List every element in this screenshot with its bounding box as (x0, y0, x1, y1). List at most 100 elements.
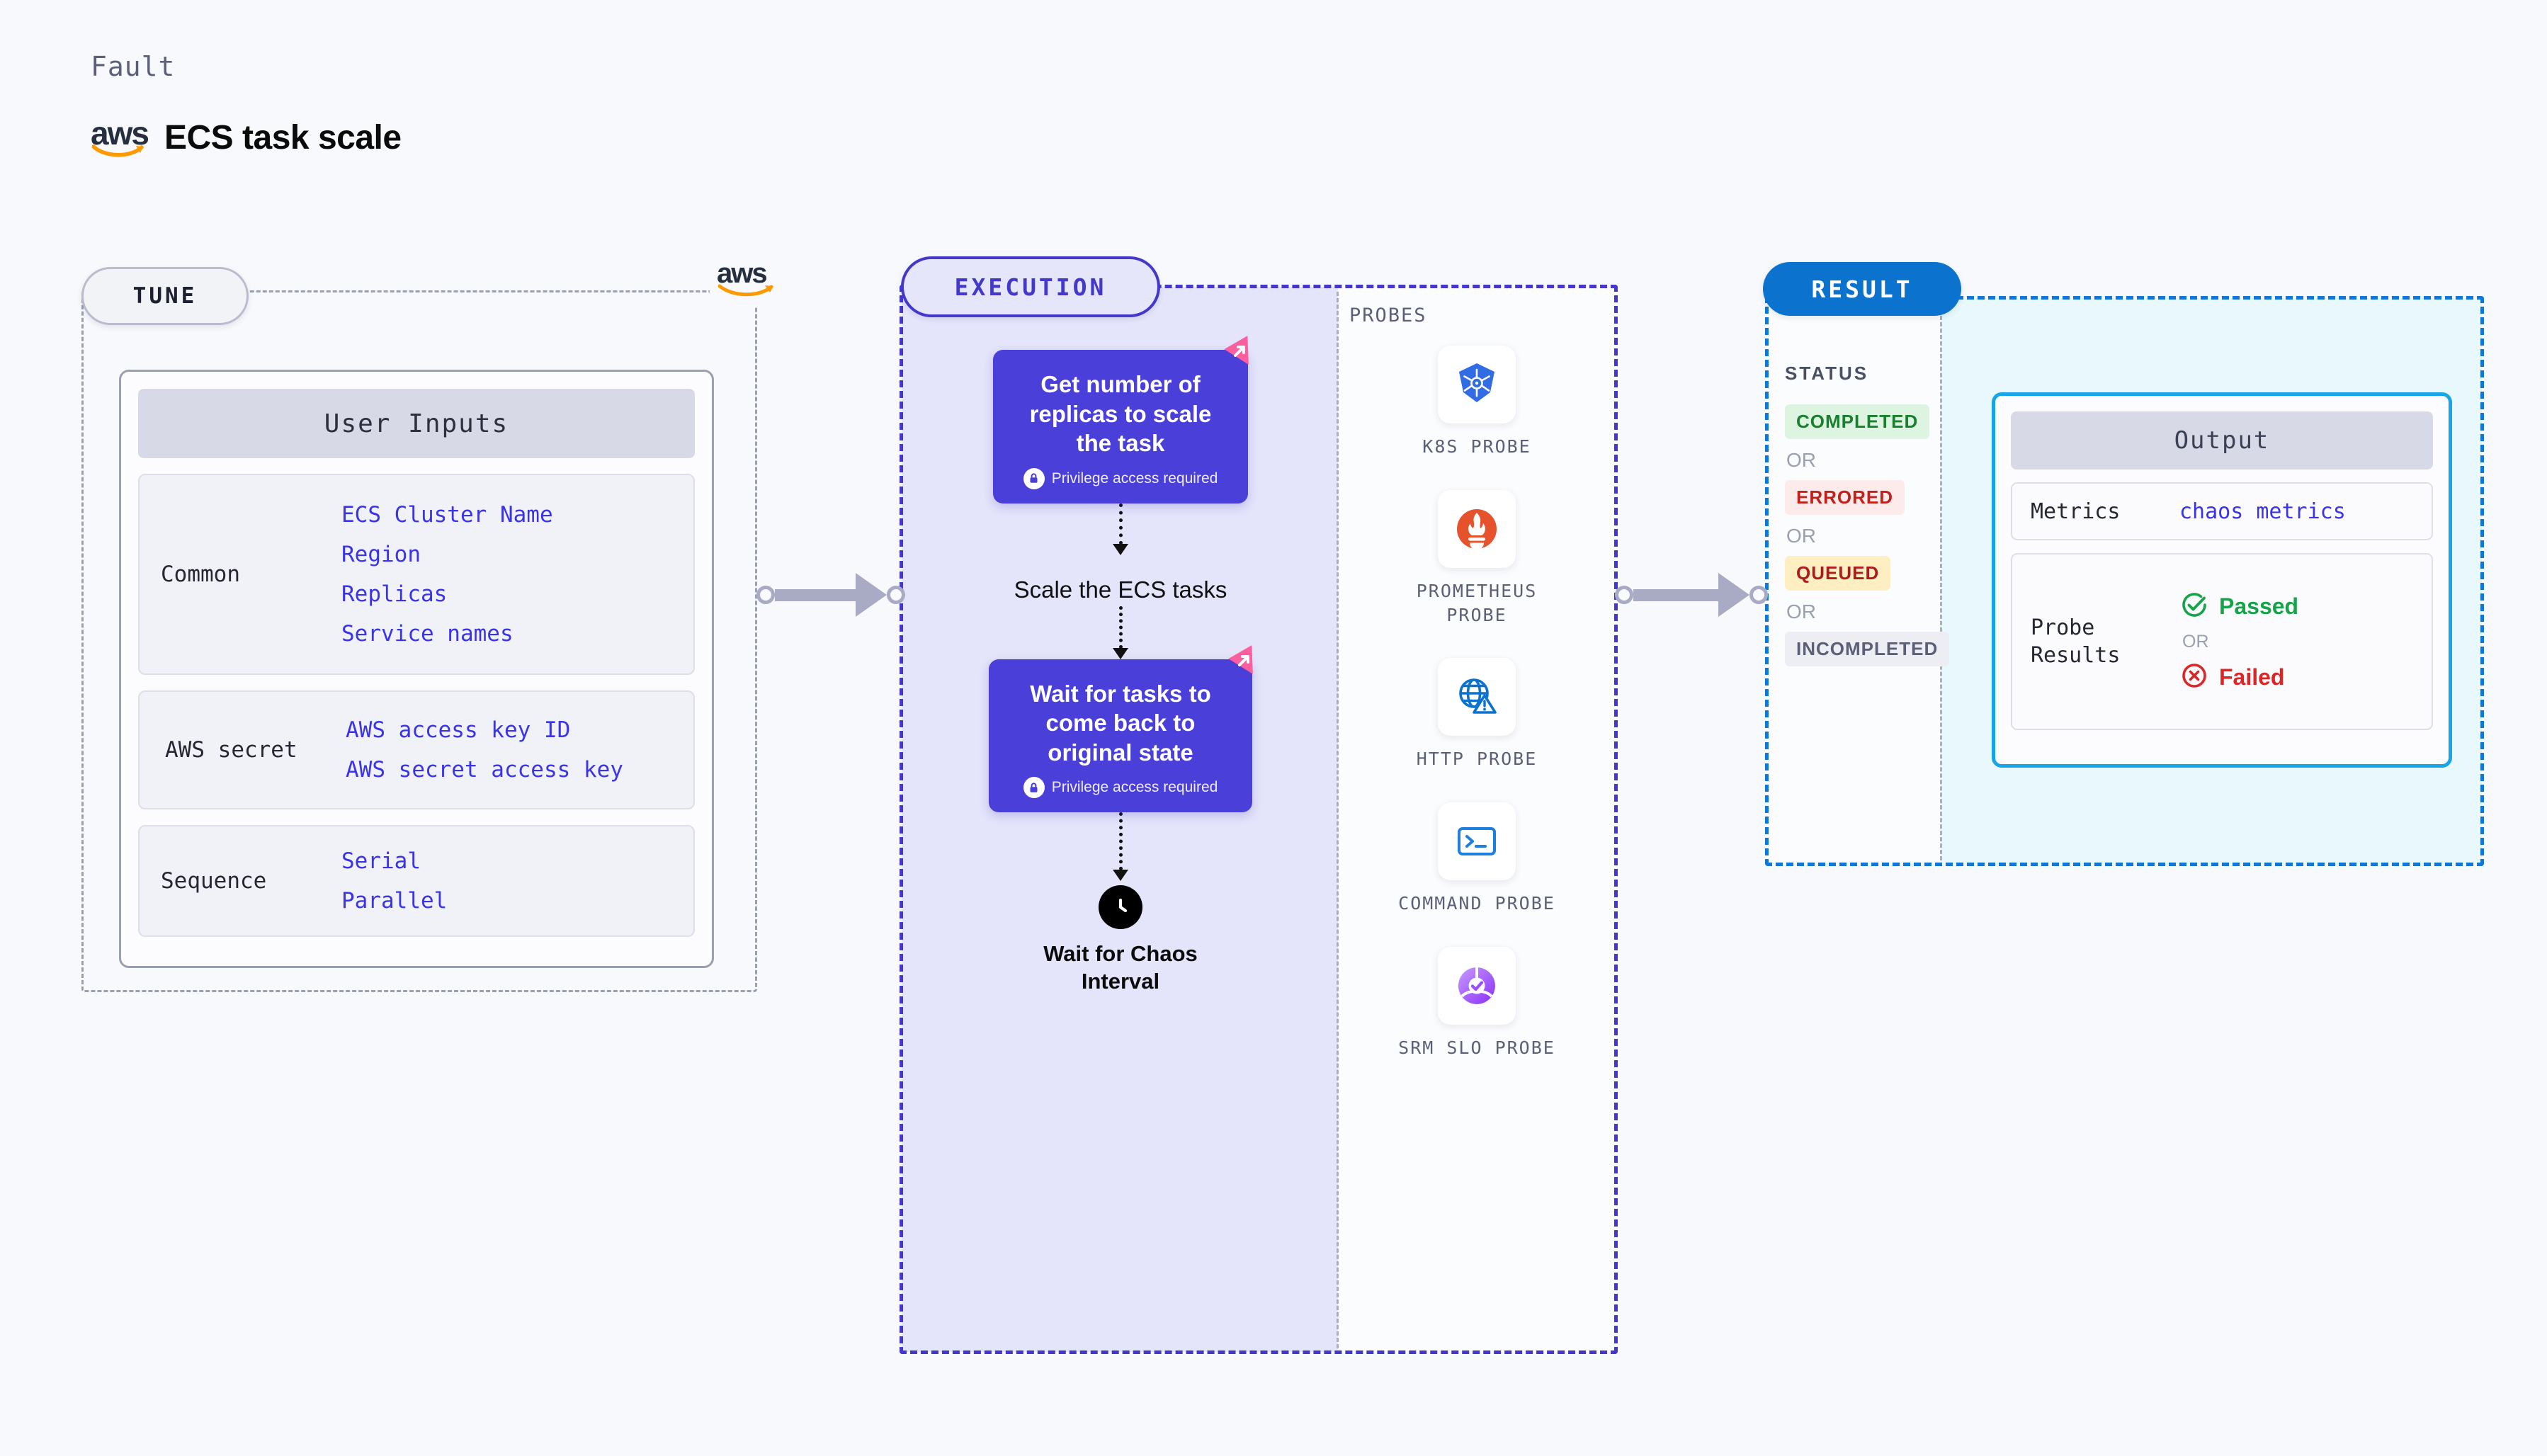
input-option-serial[interactable]: Serial (341, 848, 421, 874)
status-badge-completed: COMPLETED (1785, 404, 1930, 439)
probe-label: SRM SLO PROBE (1398, 1037, 1555, 1058)
probe-item-command[interactable]: COMMAND PROBE (1395, 802, 1558, 916)
passed-label: Passed (2219, 593, 2299, 619)
user-inputs-title: User Inputs (138, 389, 695, 458)
input-field-service-names[interactable]: Service names (341, 621, 514, 647)
execution-section-pill[interactable]: EXECUTION (901, 256, 1160, 317)
connector-start-dot (756, 586, 775, 604)
privilege-text: Privilege access required (1051, 779, 1218, 796)
page-title: ECS task scale (164, 118, 402, 157)
output-metrics-values: chaos metrics (2179, 499, 2432, 524)
lock-icon (1023, 467, 1045, 489)
probe-item-http[interactable]: HTTP PROBE (1395, 658, 1558, 771)
connector-end-dot (887, 586, 905, 604)
result-columns-divider (1940, 303, 1942, 860)
or-separator: OR (1786, 449, 1816, 471)
input-field-aws-access-key-id[interactable]: AWS access key ID (346, 717, 571, 743)
fault-title-row: aws ECS task scale (91, 117, 402, 158)
user-inputs-card: User Inputs Common ECS Cluster Name Regi… (119, 370, 714, 968)
connector-start-dot (1615, 586, 1633, 604)
input-group-label: Sequence (161, 868, 267, 894)
probe-list: K8S PROBE PROMETHEUS PROBE (1349, 346, 1604, 1060)
terminal-prompt-icon (1438, 802, 1516, 880)
arrow-tip (1113, 870, 1128, 882)
tune-aws-wordmark: aws (717, 258, 768, 289)
output-row-metrics: Metrics chaos metrics (2011, 482, 2433, 540)
connector-execution-to-result (1615, 573, 1768, 617)
flow-arrow-2 (1113, 605, 1128, 659)
input-field-replicas[interactable]: Replicas (341, 581, 448, 607)
input-field-ecs-cluster-name[interactable]: ECS Cluster Name (341, 502, 553, 528)
failed-label: Failed (2219, 664, 2285, 690)
probe-label: PROMETHEUS PROBE (1416, 580, 1538, 625)
chaos-ribbon-icon (1223, 334, 1259, 371)
status-heading: STATUS (1785, 363, 1869, 384)
arrow-line (1118, 812, 1123, 871)
flow-arrow-1 (1113, 503, 1128, 555)
execution-probes-divider (1337, 292, 1339, 1348)
input-option-parallel[interactable]: Parallel (341, 888, 448, 914)
kubernetes-icon (1438, 346, 1516, 423)
input-field-region[interactable]: Region (341, 542, 421, 567)
arrow-line (1118, 605, 1123, 649)
tune-panel-boundary (81, 290, 757, 992)
privilege-notice: Privilege access required (1011, 467, 1230, 489)
input-group-values: ECS Cluster Name Region Replicas Service… (341, 502, 693, 647)
input-group-values: AWS access key ID AWS secret access key (346, 717, 693, 783)
probe-item-prometheus[interactable]: PROMETHEUS PROBE (1395, 489, 1558, 627)
output-title: Output (2011, 411, 2433, 470)
clock-icon (1099, 885, 1142, 930)
lock-icon (1023, 777, 1045, 799)
task-card-wait-original-state[interactable]: Wait for tasks to come back to original … (989, 644, 1253, 813)
task-title: Get number of replicas to scale the task (1029, 371, 1212, 457)
status-badge-incompleted: INCOMPLETED (1785, 632, 1950, 666)
connector-arrowhead (856, 573, 887, 617)
task-card-get-replicas[interactable]: Get number of replicas to scale the task… (993, 336, 1249, 504)
connector-tune-to-execution (756, 573, 905, 617)
arrow-tip (1113, 543, 1128, 555)
chaos-metrics-link[interactable]: chaos metrics (2179, 499, 2346, 524)
output-probe-results-values: Passed OR Failed (2179, 590, 2432, 694)
input-group-label: AWS secret (165, 737, 297, 763)
connector-arrowhead (1718, 573, 1749, 617)
tune-aws-logo-icon: aws (710, 255, 783, 307)
connector-end-dot (1749, 586, 1768, 604)
probe-label: K8S PROBE (1422, 436, 1531, 457)
connector-shaft (775, 588, 857, 601)
status-badge-queued: QUEUED (1785, 556, 1891, 591)
connector-shaft (1633, 588, 1720, 601)
aws-logo-icon: aws (91, 117, 149, 158)
output-row-probe-results: Probe Results Passed OR (2011, 553, 2433, 730)
tune-section-pill[interactable]: TUNE (81, 267, 249, 325)
chaos-ribbon-icon (1227, 644, 1264, 681)
or-separator: OR (1786, 601, 1816, 622)
flow-arrow-3 (1113, 812, 1128, 882)
status-badge-errored: ERRORED (1785, 480, 1905, 515)
probe-label: COMMAND PROBE (1398, 893, 1555, 914)
flow-step-scale-ecs-tasks: Scale the ECS tasks (1014, 576, 1227, 603)
task-title: Wait for tasks to come back to original … (1030, 680, 1211, 766)
aws-smile-icon (92, 144, 144, 158)
output-probe-results-label: Probe Results (2031, 615, 2121, 668)
probe-item-k8s[interactable]: K8S PROBE (1395, 346, 1558, 459)
input-group-aws-secret: AWS secret AWS access key ID AWS secret … (138, 690, 695, 809)
wait-for-chaos-interval-label: Wait for Chaos Interval (1043, 941, 1198, 994)
input-group-label: Common (161, 562, 240, 587)
probe-item-srm-slo[interactable]: SRM SLO PROBE (1395, 946, 1558, 1060)
output-metrics-label: Metrics (2031, 499, 2121, 524)
result-section-pill[interactable]: RESULT (1763, 262, 1961, 316)
probe-result-failed: Failed (2179, 661, 2432, 694)
probe-label: HTTP PROBE (1416, 749, 1538, 770)
http-globe-warning-icon (1438, 658, 1516, 736)
arrow-tip (1113, 647, 1128, 659)
input-field-aws-secret-access-key[interactable]: AWS secret access key (346, 757, 623, 783)
or-separator: OR (2182, 631, 2209, 652)
probes-section-label: PROBES (1349, 305, 1427, 326)
arrow-line (1118, 503, 1123, 545)
srm-slo-donut-check-icon (1438, 946, 1516, 1025)
privilege-text: Privilege access required (1051, 470, 1218, 487)
status-column: STATUS COMPLETED OR ERRORED OR QUEUED OR… (1785, 363, 1950, 666)
check-circle-icon (2179, 590, 2209, 623)
result-panel-boundary (1765, 296, 2484, 866)
